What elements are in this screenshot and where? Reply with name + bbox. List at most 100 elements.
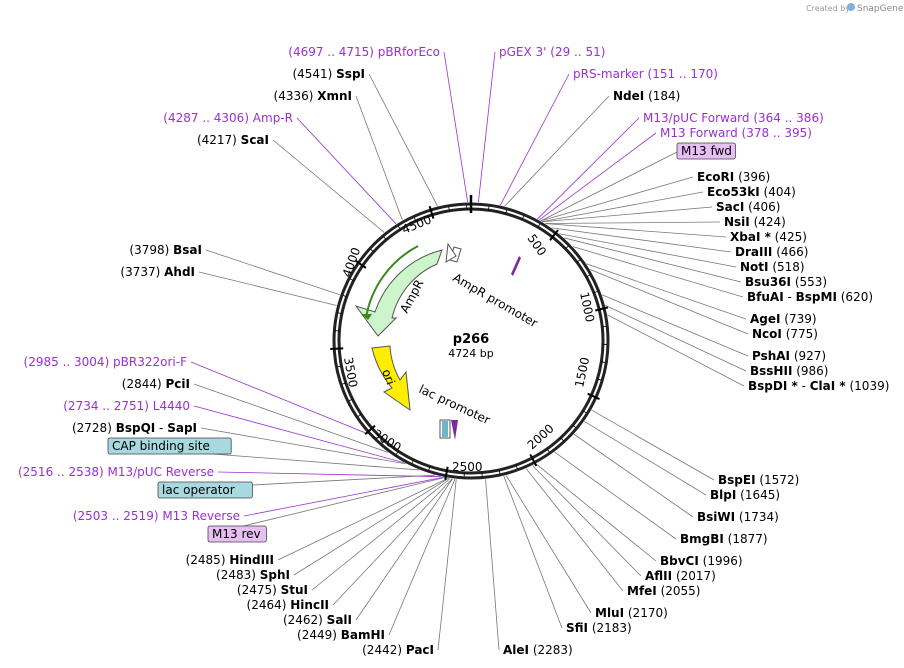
connector-line <box>193 405 404 464</box>
connector-line <box>296 117 397 225</box>
feature-ori[interactable] <box>371 345 411 412</box>
minor-tick <box>537 223 541 228</box>
primer-label[interactable]: (2503 .. 2519) M13 Reverse <box>73 509 240 523</box>
feature-amp-promoter[interactable] <box>445 242 462 263</box>
tick-mark <box>354 259 367 269</box>
enzyme-site-label[interactable]: NsiI (424) <box>724 215 786 229</box>
enzyme-site-label[interactable]: NdeI (184) <box>613 89 680 103</box>
primer-label[interactable]: M13 Forward (378 .. 395) <box>660 126 812 140</box>
enzyme-site-label[interactable]: MluI (2170) <box>595 606 668 620</box>
enzyme-site-label[interactable]: (3737) AhdI <box>120 265 195 279</box>
enzyme-site-label[interactable]: (2483) SphI <box>216 568 290 582</box>
connector-line <box>500 73 570 206</box>
feature-box-label[interactable]: CAP binding site <box>107 437 232 455</box>
minor-tick <box>348 398 353 402</box>
enzyme-site-label[interactable]: NcoI (775) <box>752 327 818 341</box>
feature-box-label[interactable]: M13 fwd <box>676 142 736 160</box>
enzyme-site-label[interactable]: NotI (518) <box>740 260 805 274</box>
feature-ampr[interactable] <box>354 249 443 337</box>
connector-line <box>586 263 747 320</box>
minor-tick <box>342 295 347 298</box>
feature-box-text: lac operator <box>162 483 235 497</box>
enzyme-site-label[interactable]: (2442) PacI <box>362 643 434 657</box>
site-text: (2483) SphI <box>216 568 290 582</box>
enzyme-site-label[interactable]: (2462) SalI <box>283 613 352 627</box>
primer-label[interactable]: M13/pUC Forward (364 .. 386) <box>643 111 824 125</box>
enzyme-site-label[interactable]: Eco53kI (404) <box>707 185 796 199</box>
minor-tick <box>395 451 399 455</box>
feature-box-label[interactable]: M13 rev <box>207 525 267 543</box>
enzyme-site-label[interactable]: BssHII (986) <box>750 364 829 378</box>
enzyme-site-label[interactable]: PshAI (927) <box>752 349 826 363</box>
connector-line <box>540 150 680 222</box>
site-text: (2475) StuI <box>237 583 308 597</box>
minor-tick <box>337 312 342 315</box>
minor-tick <box>381 440 385 444</box>
minor-tick <box>515 464 518 469</box>
primer-label[interactable]: pGEX 3' (29 .. 51) <box>499 45 605 59</box>
connector-line <box>564 237 742 283</box>
site-labels: (4697 .. 4715) pBRforEco pGEX 3' (29 .. 5… <box>18 45 889 657</box>
enzyme-site-label[interactable]: Bsu36I (553) <box>745 275 827 289</box>
enzyme-site-label[interactable]: BsiWI (1734) <box>697 510 779 524</box>
site-text: (4541) SspI <box>292 67 365 81</box>
enzyme-site-label[interactable]: BlpI (1645) <box>710 488 780 502</box>
minor-tick <box>521 215 525 220</box>
tick-mark <box>364 424 376 435</box>
primer-label[interactable]: (4287 .. 4306) Amp-R <box>163 111 293 125</box>
connector-line <box>198 271 337 306</box>
enzyme-site-label[interactable]: (2464) HincII <box>247 598 329 612</box>
feature-box-label[interactable]: lac operator <box>157 481 253 499</box>
enzyme-site-label[interactable]: (3798) BsaI <box>129 243 202 257</box>
enzyme-site-label[interactable]: AleI (2283) <box>503 643 573 657</box>
enzyme-site-label[interactable]: AflII (2017) <box>645 569 716 583</box>
enzyme-site-label[interactable]: MfeI (2055) <box>627 584 700 598</box>
enzyme-site-label[interactable]: (2485) HindIII <box>186 553 274 567</box>
connector-line <box>545 221 721 224</box>
site-text: NdeI (184) <box>613 89 680 103</box>
site-text: AleI (2283) <box>503 643 573 657</box>
connector-line <box>535 463 657 562</box>
primer-label[interactable]: (2985 .. 3004) pBR322ori-F <box>24 355 188 369</box>
enzyme-site-label[interactable]: (4336) XmnI <box>274 89 352 103</box>
enzyme-site-label[interactable]: BspDI * - ClaI * (1039) <box>748 379 889 393</box>
tick-label: 1000 <box>577 291 597 324</box>
primer-label[interactable]: (4697 .. 4715) pBRforEco <box>288 45 440 59</box>
enzyme-site-label[interactable]: (4217) ScaI <box>197 133 269 147</box>
enzyme-site-label[interactable]: (2475) StuI <box>237 583 308 597</box>
connector-line <box>590 269 749 335</box>
enzyme-site-label[interactable]: SfiI (2183) <box>566 621 632 635</box>
tick-label: 2000 <box>525 421 557 452</box>
tick-mark <box>330 347 344 351</box>
enzyme-site-label[interactable]: EcoRI (396) <box>697 170 770 184</box>
enzyme-site-label[interactable]: AgeI (739) <box>750 312 817 326</box>
enzyme-site-label[interactable]: SacI (406) <box>716 200 780 214</box>
enzyme-site-label[interactable]: DraIII (466) <box>735 245 808 259</box>
enzyme-site-label[interactable]: XbaI * (425) <box>730 230 807 244</box>
connector-line <box>443 51 469 203</box>
enzyme-site-label[interactable]: (2728) BspQI - SapI <box>72 421 197 435</box>
minor-tick <box>565 245 569 250</box>
primer-label[interactable]: (2734 .. 2751) L4440 <box>63 399 190 413</box>
enzyme-site-label[interactable]: BfuAI - BspMI (620) <box>747 290 873 304</box>
enzyme-site-label[interactable]: BmgBI (1877) <box>680 532 768 546</box>
feature-lac-promoter[interactable] <box>439 419 458 440</box>
primer-text: M13/pUC Forward (364 .. 386) <box>643 111 824 125</box>
enzyme-site-label[interactable]: BspEI (1572) <box>718 473 799 487</box>
minor-tick <box>341 382 346 385</box>
minor-tick <box>601 361 606 363</box>
primer-label[interactable]: pRS-marker (151 .. 170) <box>573 67 718 81</box>
primer-label[interactable]: (2516 .. 2538) M13/pUC Reverse <box>18 465 214 479</box>
connector-line <box>311 478 451 591</box>
site-text: BlpI (1645) <box>710 488 780 502</box>
enzyme-site-label[interactable]: (2844) PciI <box>122 377 190 391</box>
tick-mark <box>587 392 600 400</box>
site-text: BfuAI - BspMI (620) <box>747 290 873 304</box>
enzyme-site-label[interactable]: (4541) SspI <box>292 67 365 81</box>
enzyme-site-label[interactable]: BbvCI (1996) <box>660 554 743 568</box>
connector-line <box>607 314 745 387</box>
site-text: (3737) AhdI <box>120 265 195 279</box>
connector-line <box>559 233 737 268</box>
enzyme-site-label[interactable]: (2449) BamHI <box>297 628 385 642</box>
